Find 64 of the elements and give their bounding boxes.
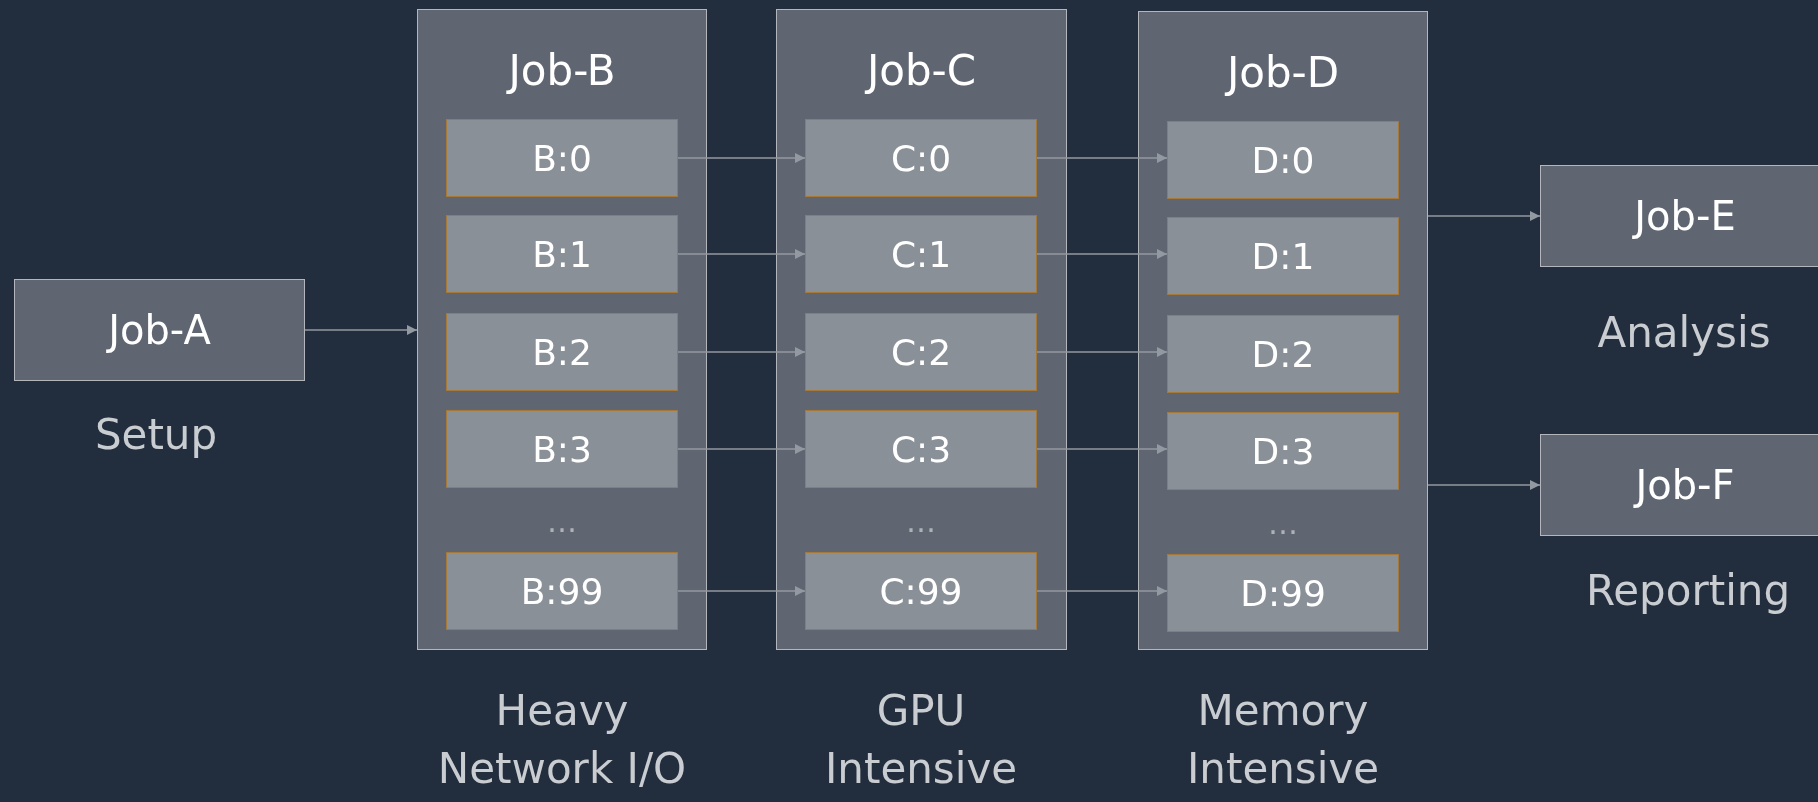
job-label: C:0 bbox=[890, 137, 952, 179]
arrow bbox=[1036, 347, 1168, 357]
job-label: C:1 bbox=[890, 233, 952, 275]
job-group-panel bbox=[417, 9, 707, 650]
job-label: B:3 bbox=[532, 428, 592, 470]
job-label: D:0 bbox=[1251, 139, 1315, 181]
task-box bbox=[446, 119, 678, 197]
arrow bbox=[1036, 249, 1168, 259]
task-box bbox=[805, 313, 1037, 391]
job-label: Job-D bbox=[1223, 48, 1341, 97]
task-box bbox=[446, 552, 678, 630]
job-description: GPU Intensive bbox=[823, 685, 1019, 795]
arrow bbox=[677, 444, 806, 454]
task-box bbox=[1167, 121, 1399, 199]
job-label: Job-F bbox=[1635, 462, 1735, 508]
task-box bbox=[446, 410, 678, 488]
job-description: Reporting bbox=[1584, 565, 1792, 617]
job-group-panel bbox=[1138, 11, 1428, 650]
arrow bbox=[304, 325, 418, 335]
arrow bbox=[1036, 586, 1168, 596]
ellipsis: … bbox=[905, 507, 937, 537]
job-label: Job-A bbox=[108, 307, 211, 353]
arrow bbox=[1036, 153, 1168, 163]
ellipsis: … bbox=[546, 507, 578, 537]
arrow bbox=[1427, 211, 1541, 221]
job-label: B:0 bbox=[532, 137, 592, 179]
job-label: B:99 bbox=[520, 570, 604, 612]
job-box bbox=[1540, 434, 1818, 536]
job-description: Memory Intensive bbox=[1185, 685, 1381, 795]
job-label: D:99 bbox=[1240, 572, 1326, 614]
job-label: Job-B bbox=[505, 46, 617, 95]
arrow bbox=[1036, 444, 1168, 454]
arrow bbox=[677, 249, 806, 259]
task-box bbox=[446, 313, 678, 391]
job-label: C:3 bbox=[890, 428, 952, 470]
task-box bbox=[805, 410, 1037, 488]
task-box bbox=[805, 552, 1037, 630]
job-description: Setup bbox=[93, 409, 219, 461]
task-box bbox=[1167, 412, 1399, 490]
job-group-panel bbox=[776, 9, 1067, 650]
job-label: B:2 bbox=[532, 331, 592, 373]
task-box bbox=[805, 215, 1037, 293]
job-label: C:2 bbox=[890, 331, 952, 373]
job-label: D:2 bbox=[1251, 333, 1315, 375]
job-label: Job-E bbox=[1634, 193, 1736, 239]
job-box bbox=[1540, 165, 1818, 267]
task-box bbox=[1167, 217, 1399, 295]
arrow bbox=[1427, 480, 1541, 490]
job-box bbox=[14, 279, 305, 381]
job-description: Heavy Network I/O bbox=[436, 685, 688, 795]
arrow bbox=[677, 586, 806, 596]
job-label: B:1 bbox=[532, 233, 592, 275]
ellipsis: … bbox=[1267, 509, 1299, 539]
job-label: C:99 bbox=[879, 570, 963, 612]
task-box bbox=[1167, 554, 1399, 632]
job-label: D:3 bbox=[1251, 430, 1315, 472]
job-label: Job-C bbox=[863, 46, 978, 95]
task-box bbox=[805, 119, 1037, 197]
arrow bbox=[677, 347, 806, 357]
job-description: Analysis bbox=[1596, 307, 1772, 359]
task-box bbox=[1167, 315, 1399, 393]
task-box bbox=[446, 215, 678, 293]
arrow bbox=[677, 153, 806, 163]
job-label: D:1 bbox=[1251, 235, 1315, 277]
